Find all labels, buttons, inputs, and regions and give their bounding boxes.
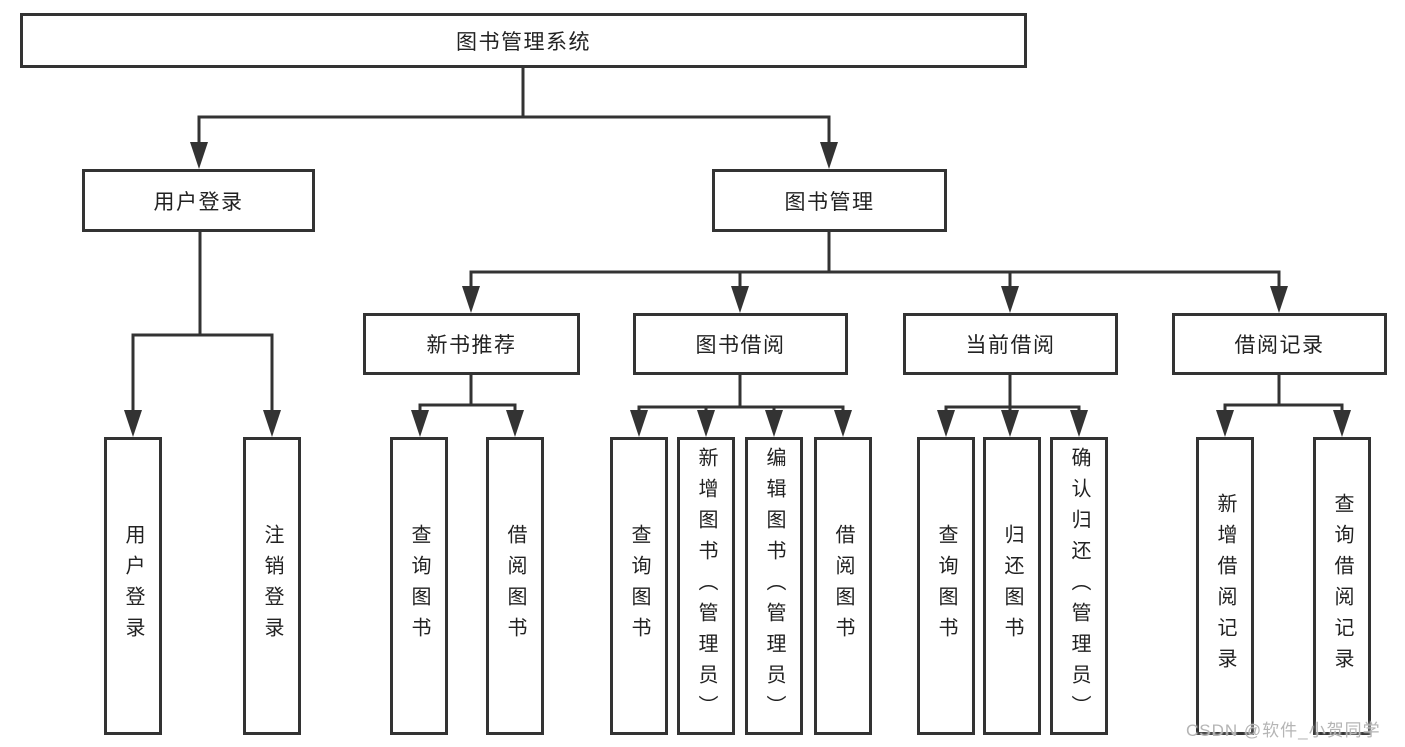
node-borrow-records-label: 借阅记录	[1234, 334, 1325, 357]
leaf-search-book-1-label: 查询图书	[408, 524, 430, 648]
node-borrow-records: 借阅记录	[1172, 313, 1387, 375]
node-new-book-recommend-label: 新书推荐	[426, 334, 517, 357]
leaf-add-book-admin: 新增图书（管理员）	[677, 437, 735, 735]
node-book-borrow: 图书借阅	[633, 313, 848, 375]
leaf-edit-book-admin-label: 编辑图书（管理员）	[763, 446, 785, 726]
leaf-search-borrow-record-label: 查询借阅记录	[1331, 493, 1353, 679]
leaf-logout: 注销登录	[243, 437, 301, 735]
node-user-login: 用户登录	[82, 169, 315, 232]
leaf-search-book-2: 查询图书	[610, 437, 668, 735]
leaf-borrow-book-1-label: 借阅图书	[504, 524, 526, 648]
node-new-book-recommend: 新书推荐	[363, 313, 580, 375]
leaf-user-login-label: 用户登录	[122, 524, 144, 648]
leaf-search-book-3: 查询图书	[917, 437, 975, 735]
leaf-return-book: 归还图书	[983, 437, 1041, 735]
leaf-borrow-book-1: 借阅图书	[486, 437, 544, 735]
node-book-borrow-label: 图书借阅	[695, 334, 786, 357]
leaf-logout-label: 注销登录	[261, 524, 283, 648]
leaf-search-book-1: 查询图书	[390, 437, 448, 735]
leaf-edit-book-admin: 编辑图书（管理员）	[745, 437, 803, 735]
node-current-borrow: 当前借阅	[903, 313, 1118, 375]
leaf-confirm-return-admin-label: 确认归还（管理员）	[1068, 446, 1090, 726]
node-root-label: 图书管理系统	[456, 30, 591, 54]
leaf-borrow-book-2-label: 借阅图书	[832, 524, 854, 648]
leaf-search-book-3-label: 查询图书	[935, 524, 957, 648]
node-book-management-label: 图书管理	[784, 190, 875, 214]
leaf-user-login: 用户登录	[104, 437, 162, 735]
leaf-return-book-label: 归还图书	[1001, 524, 1023, 648]
node-book-management: 图书管理	[712, 169, 947, 232]
node-user-login-label: 用户登录	[153, 190, 244, 214]
leaf-search-book-2-label: 查询图书	[628, 524, 650, 648]
leaf-add-borrow-record-label: 新增借阅记录	[1214, 493, 1236, 679]
leaf-add-borrow-record: 新增借阅记录	[1196, 437, 1254, 735]
leaf-add-book-admin-label: 新增图书（管理员）	[695, 446, 717, 726]
node-current-borrow-label: 当前借阅	[965, 334, 1056, 357]
watermark: CSDN @软件_小贺同学	[1186, 721, 1381, 740]
node-root: 图书管理系统	[20, 13, 1027, 68]
leaf-confirm-return-admin: 确认归还（管理员）	[1050, 437, 1108, 735]
leaf-borrow-book-2: 借阅图书	[814, 437, 872, 735]
leaf-search-borrow-record: 查询借阅记录	[1313, 437, 1371, 735]
